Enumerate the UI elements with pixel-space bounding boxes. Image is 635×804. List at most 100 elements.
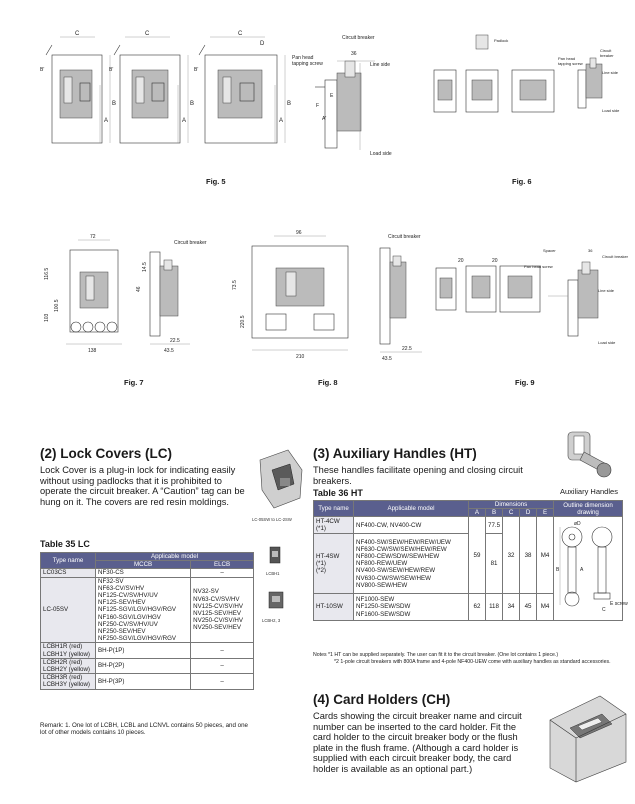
table35-cell-elcb: – — [190, 673, 254, 690]
fig9-side-view — [548, 261, 599, 337]
fig8-caption: Fig. 8 — [318, 378, 338, 387]
table35-remark: Remark: 1. One lot of LCBH, LCBL and LCN… — [40, 722, 248, 737]
fig7-label-46: 46 — [136, 286, 142, 292]
fig5-drawing: C C C D A B A B A B B' B' B' Pan head ta… — [40, 31, 392, 157]
table36-cell-b: 81 — [484, 533, 504, 595]
table35-cell-elcb: – — [190, 657, 254, 675]
fig8-label-96: 96 — [296, 230, 302, 236]
outline-label-e: E screw — [610, 601, 628, 607]
fig9-label-20b: 20 — [492, 258, 498, 264]
fig5-label-36: 36 — [351, 51, 357, 57]
lcbh1-icon — [269, 546, 281, 564]
fig5-label-pan-head: Pan head — [292, 55, 314, 61]
table36-cell-a: 62 — [468, 593, 486, 621]
table36-dim-d: D — [519, 508, 538, 518]
fig8-side-view — [379, 247, 422, 353]
fig9-caption: Fig. 9 — [515, 378, 535, 387]
fig7-label-435: 43.5 — [164, 348, 174, 354]
table36-cell-d: 38 — [519, 516, 538, 595]
table35-cell-elcb: – — [190, 642, 254, 659]
table35-cell-type: LCBH3R (red) LCBH3Y (yellow) — [40, 673, 96, 690]
table36-dim-c: C — [502, 508, 521, 518]
card-holder-illustration — [549, 695, 627, 783]
table35-row: LCBH1R (red) LCBH1Y (yellow) BH-P(1P) – — [40, 642, 254, 659]
fig7-label-138: 138 — [88, 348, 97, 354]
fig5-label-load-side: Load side — [370, 151, 392, 157]
lcbh1-caption: LCBH1 — [266, 571, 280, 576]
fig7-label-circuit-breaker: Circuit breaker — [174, 240, 207, 246]
table36-title: Table 36 HT — [313, 488, 363, 498]
lock-cover-illustration — [259, 449, 303, 509]
table36: Type name Applicable model Dimensions Ou… — [313, 499, 628, 621]
table35-row: LCBH3R (red) LCBH3Y (yellow) BH-P(3P) – — [40, 673, 254, 690]
fig7-caption: Fig. 7 — [124, 378, 144, 387]
table35-cell-mccb: BH-P(3P) — [94, 673, 192, 690]
fig6-label-pan-head: Pan head — [558, 56, 575, 61]
fig6-label-breaker: breaker — [600, 53, 614, 58]
lock-cover-image-caption: LC-05SW to LC-2SW — [252, 517, 292, 522]
table35-col-elcb: ELCB — [190, 560, 254, 570]
fig9-drawing: 20 20 Spacer 36 Circuit breaker Pan head… — [435, 248, 629, 345]
fig5-caption: Fig. 5 — [206, 177, 226, 186]
table35-col-mccb: MCCB — [94, 560, 192, 570]
table35-col-type: Type name — [40, 551, 96, 570]
fig6-front-view-1 — [433, 69, 457, 113]
lcbh23-caption: LCBH2, 3 — [262, 618, 281, 623]
fig5-label-bp2: B' — [109, 67, 113, 73]
fig6-front-view-2 — [465, 34, 499, 113]
fig5-label-al: A' — [322, 116, 326, 122]
table36-col-dimensions: Dimensions — [467, 499, 555, 510]
fig5-label-bp3: B' — [194, 67, 198, 73]
card-holders-heading: (4) Card Holders (CH) — [313, 692, 451, 707]
aux-handle-illustration — [567, 431, 612, 478]
lock-covers-heading: (2) Lock Covers (LC) — [40, 446, 173, 461]
table35-title: Table 35 LC — [40, 539, 90, 549]
fig6-side-view — [577, 57, 603, 109]
fig9-label-pan-head: Pan head screw — [524, 264, 553, 269]
fig7-front-view — [66, 239, 122, 345]
table36-note-1: Notes *1 HT can be supplied separately. … — [313, 652, 559, 658]
fig9-label-line-side: Line side — [598, 288, 615, 293]
outline-label-b: B — [556, 567, 560, 573]
fig5-label-c3: C — [238, 31, 243, 37]
fig5-label-a3: A — [279, 118, 283, 124]
lock-covers-paragraph: Lock Cover is a plug-in lock for indicat… — [40, 465, 245, 507]
fig7-label-103: 103 — [44, 313, 50, 322]
fig5-label-b2: B — [190, 101, 194, 107]
table36-cell-type: HT-4SW (*1) (*2) — [313, 533, 354, 595]
fig5-label-f: F — [316, 103, 319, 109]
fig6-label-padlock: Padlock — [494, 38, 508, 43]
table36-cell-type: HT-10SW — [313, 593, 354, 621]
fig5-label-c2: C — [145, 31, 150, 37]
fig5-label-e: E — [330, 93, 334, 99]
fig5-label-bp1: B' — [40, 67, 44, 73]
table35-row: LC-05SV NF32-SV NF63-CV/SV/HV NF125-CV/S… — [40, 576, 254, 644]
fig8-label-2205: 220.5 — [240, 315, 246, 328]
table36-cell-type: HT-4CW (*1) — [313, 516, 354, 535]
fig8-label-735: 73.5 — [232, 280, 238, 290]
table36-cell-c: 34 — [502, 593, 521, 621]
table36-col-type: Type name — [313, 499, 354, 518]
fig7-side-view — [149, 251, 190, 345]
table36-cell-a: 59 — [468, 516, 486, 595]
fig6-drawing: Padlock Pan head tapping screw Circuit b… — [433, 34, 620, 113]
fig9-front-view-1 — [435, 267, 457, 311]
table36-cell-e: M4 — [536, 516, 555, 595]
table35-col-applicable: Applicable model — [95, 551, 254, 562]
table36-outline-drawing-cell: øD B A C E screw — [553, 516, 628, 621]
fig9-front-view-3 — [499, 265, 541, 313]
table36-row: HT-4CW (*1) NF400-CW, NV400-CW 59 77.5 3… — [313, 516, 628, 621]
table35-cell-type: LCBH2R (red) LCBH2Y (yellow) — [40, 657, 96, 675]
outline-label-d: øD — [574, 521, 581, 527]
table36-cell-c: 32 — [502, 516, 521, 595]
aux-handle-outline-drawing: øD B A C E screw — [556, 521, 628, 613]
fig6-label-circuit: Circuit — [600, 48, 612, 53]
table36-dim-b: B — [484, 508, 504, 518]
fig9-label-20a: 20 — [458, 258, 464, 264]
table35: Type name Applicable model MCCB ELCB LC0… — [40, 551, 254, 690]
fig5-label-a2: A — [182, 118, 186, 124]
fig8-label-circuit-breaker: Circuit breaker — [388, 234, 421, 240]
fig9-label-load-side: Load side — [598, 340, 616, 345]
table35-cell-mccb: BH-P(2P) — [94, 657, 192, 675]
fig6-caption: Fig. 6 — [512, 177, 532, 186]
